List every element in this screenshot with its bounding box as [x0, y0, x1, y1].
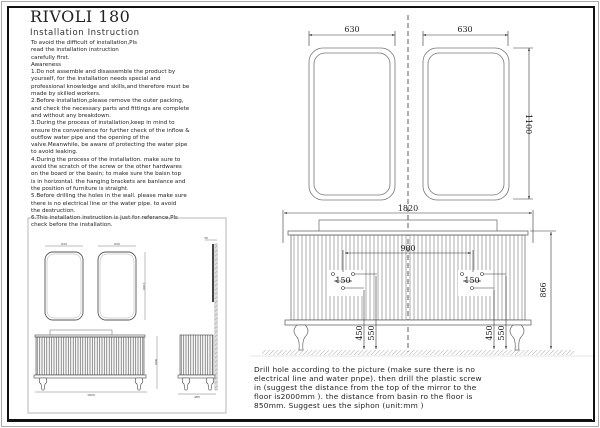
dim-mirror-width-left: 630 [344, 25, 359, 34]
instruction-line: on the board or the basin; to make sure … [31, 171, 182, 178]
drilling-note: Drill hole according to the picture (mak… [254, 365, 554, 410]
instruction-line: 4.During the process of the installation… [31, 156, 181, 163]
instruction-line: yourself, for the installation needs spe… [31, 76, 161, 83]
overview-dimension-label: 30 [204, 236, 208, 240]
instruction-line: outflow water pipe and the opening of th… [31, 134, 150, 141]
instruction-line: 3.During the process of installation,kee… [31, 120, 175, 127]
note-line: floor is2000mm ). the distance from basi… [254, 392, 473, 402]
overview-dimension-label: 485 [194, 395, 200, 399]
mirror-dimension-lines [308, 31, 533, 200]
note-line: Drill hole according to the picture (mak… [254, 365, 476, 374]
dim-pipe-spacing-right: 150 [464, 276, 479, 285]
instruction-line: Awareness [31, 61, 62, 68]
dim-cabinet-height: 866 [539, 282, 548, 297]
overview-dimension-label: 630 [61, 242, 67, 246]
dim-mirror-height: 1100 [524, 114, 533, 134]
dim-supply-height-left: 550 [367, 325, 376, 340]
instruction-line: professional knowledge and skills,and th… [31, 83, 190, 90]
section-title: Installation Instruction [30, 28, 140, 38]
instruction-line: 5.Before drilling the holes in the wall.… [31, 193, 187, 200]
instruction-line: made by skilled workers. [31, 91, 101, 98]
instruction-line: and check the necessary parts and fittin… [31, 105, 190, 112]
floor-hatch [262, 350, 574, 355]
vanity-cabinet [284, 219, 532, 351]
instruction-line: 1.Do not assemble and disassemble the pr… [31, 69, 176, 76]
instruction-line: the position of furniture is straight. [31, 185, 129, 192]
dim-drain-height-left: 450 [355, 325, 364, 340]
instruction-line: and without any breakdown. [31, 112, 111, 119]
instruction-line: valve.Meanwhile, be aware of protecting … [31, 142, 188, 149]
leg-right [509, 324, 525, 351]
dim-total-width: 1820 [398, 204, 418, 213]
note-line: 850mm. Suggest ues the siphon (unit:mm ) [254, 401, 424, 411]
instruction-line: there is no electrical line or the water… [31, 200, 177, 207]
product-title: RIVOLI 180 [30, 7, 131, 26]
instruction-line: read the installation instruction [31, 47, 119, 54]
instruction-line: to avoid leaking. [31, 149, 78, 156]
leg-left [293, 324, 309, 351]
instruction-line: the destruction. [31, 207, 76, 214]
dim-drain-height-right: 450 [485, 325, 494, 340]
note-line: electrical line and water pnpe). then dr… [254, 374, 482, 384]
instruction-line: avoid the scratch of the screw or the ot… [31, 164, 182, 171]
mirror-left [308, 47, 396, 201]
instruction-line: is in horizontal. the hanging brackets a… [31, 178, 186, 185]
overview-drawing: 630 630 1100 866 1820 485 30 [27, 217, 227, 414]
overview-dimension-label: 630 [114, 242, 120, 246]
dim-basin-spacing: 900 [400, 244, 415, 253]
instruction-line: ensure the convenience for further check… [31, 127, 190, 134]
instruction-line: 2.Before installation,please remove the … [31, 98, 184, 105]
dim-mirror-width-right: 630 [457, 25, 472, 34]
instruction-line: carefully first. [31, 54, 70, 61]
overview-dimension-label: 1100 [142, 282, 146, 290]
cabinet-dimension-lines [282, 210, 556, 349]
overview-dimension-label: 1820 [87, 393, 95, 397]
mirror-right [422, 47, 510, 201]
dim-supply-height-right: 550 [497, 325, 506, 340]
note-line: in (suggest the distance from the top of… [254, 383, 477, 393]
overview-dimension-label: 866 [154, 359, 158, 365]
instruction-line: To avoid the difficult of installation,P… [31, 40, 138, 46]
instruction-line: check before the installation. [31, 222, 113, 229]
dim-pipe-spacing-left: 150 [335, 276, 350, 285]
